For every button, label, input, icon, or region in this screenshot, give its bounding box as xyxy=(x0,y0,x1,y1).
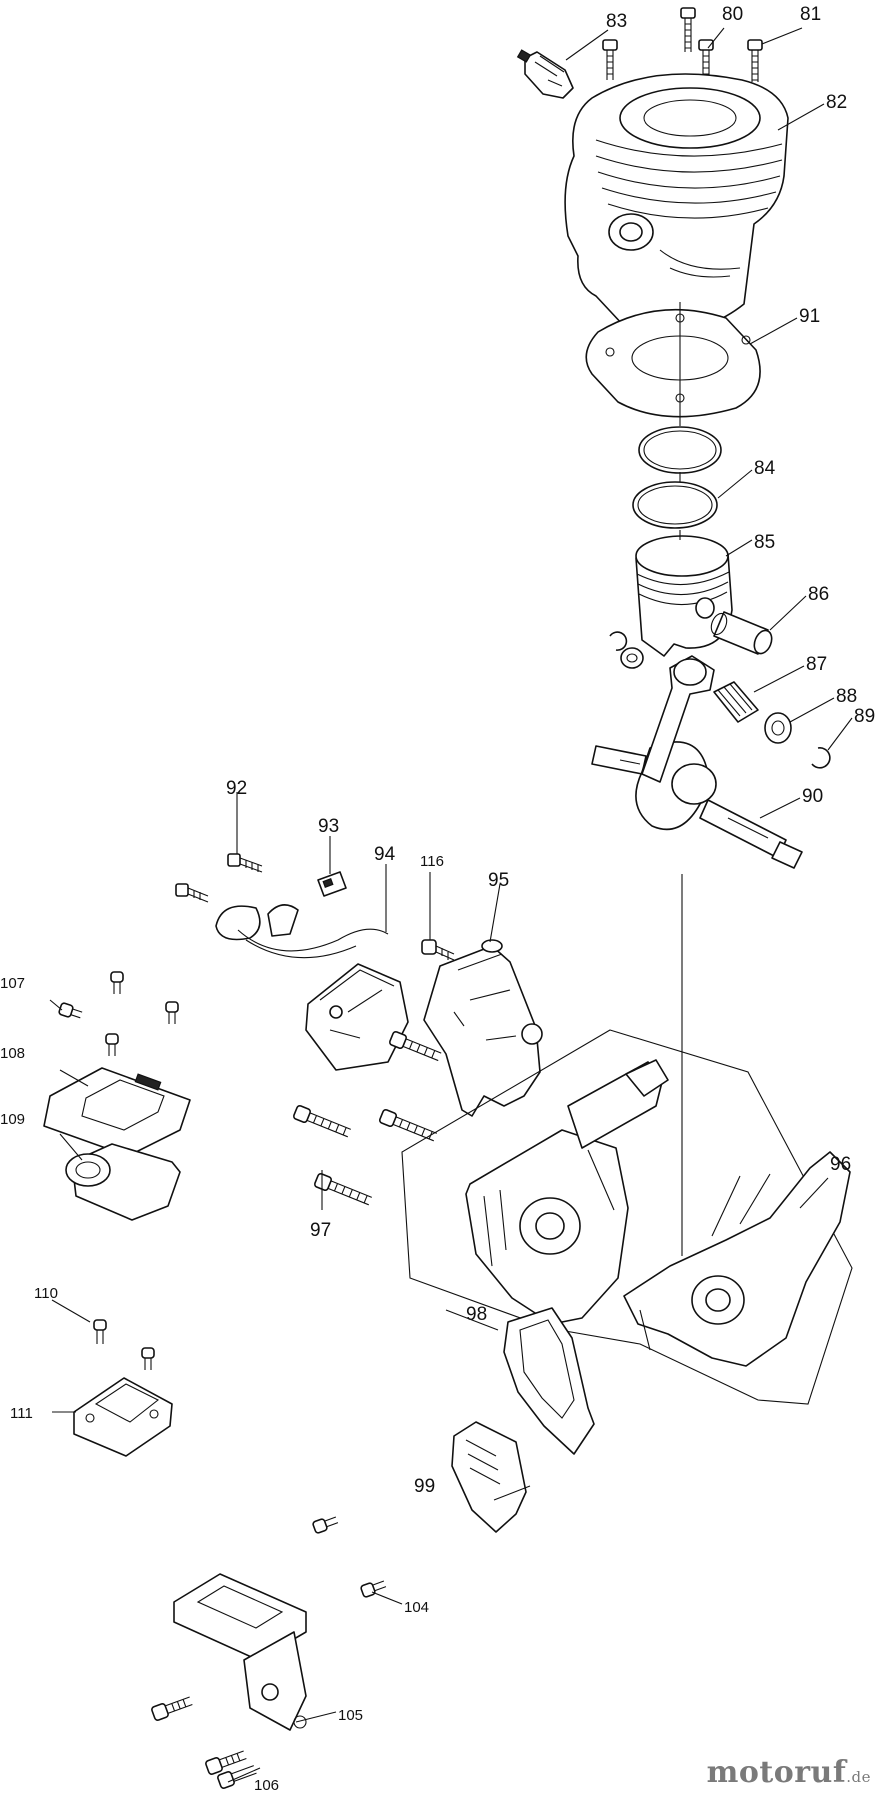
screw-110 xyxy=(93,1319,107,1344)
intake-bolts xyxy=(58,971,179,1056)
piston-clip-left xyxy=(609,631,644,669)
crankcase-half-front xyxy=(465,1059,669,1325)
bolt-92 xyxy=(227,853,263,873)
label-104: 104 xyxy=(404,1599,429,1616)
crank-clip xyxy=(811,747,831,769)
brand-watermark: motoruf.de xyxy=(707,1755,871,1790)
cylinder xyxy=(564,73,789,333)
housing-bolts xyxy=(292,1030,442,1206)
clip-93 xyxy=(317,871,347,897)
label-82: 82 xyxy=(826,92,847,113)
spark-plug xyxy=(516,49,574,99)
label-88: 88 xyxy=(836,686,857,707)
bottom-bolts xyxy=(151,1696,257,1789)
label-98: 98 xyxy=(466,1304,487,1325)
screw-104 xyxy=(360,1580,387,1598)
piston xyxy=(635,535,733,657)
screw-small-bottom xyxy=(312,1516,339,1534)
label-83: 83 xyxy=(606,11,627,32)
label-116: 116 xyxy=(420,853,444,870)
label-109: 109 xyxy=(0,1111,25,1128)
label-89: 89 xyxy=(854,706,875,727)
screw-small xyxy=(141,1347,155,1370)
brand-name: motoruf xyxy=(706,1755,847,1790)
cover-plate-111 xyxy=(73,1377,173,1457)
label-87: 87 xyxy=(806,654,827,675)
label-97: 97 xyxy=(310,1220,331,1241)
crankcase-group-outline xyxy=(401,1029,853,1405)
label-96: 96 xyxy=(830,1154,851,1175)
bolt-116 xyxy=(421,939,455,961)
intake-manifold-109 xyxy=(65,1143,181,1221)
label-91: 91 xyxy=(799,306,820,327)
label-94: 94 xyxy=(374,844,396,865)
label-90: 90 xyxy=(802,786,823,807)
label-106: 106 xyxy=(254,1777,279,1794)
label-85: 85 xyxy=(754,532,775,553)
crankshaft xyxy=(591,655,803,869)
piston-pin xyxy=(710,611,773,655)
brand-tld: .de xyxy=(846,1768,871,1786)
cylinder-gasket xyxy=(585,308,761,418)
label-108: 108 xyxy=(0,1045,25,1062)
ignition-coil xyxy=(215,904,409,1071)
crankcase-gasket xyxy=(503,1307,595,1455)
label-92: 92 xyxy=(226,778,247,799)
label-84: 84 xyxy=(754,458,776,479)
assembly-axis xyxy=(679,302,683,1256)
label-107: 107 xyxy=(0,975,25,992)
label-95: 95 xyxy=(488,870,509,891)
piston-rings xyxy=(632,426,722,529)
intake-plate-108 xyxy=(43,1067,191,1157)
needle-bearing xyxy=(713,681,759,723)
bracket-105 xyxy=(173,1573,307,1731)
label-99: 99 xyxy=(414,1476,435,1497)
label-80: 80 xyxy=(722,4,743,25)
crank-washer xyxy=(764,712,792,744)
label-93: 93 xyxy=(318,816,339,837)
intake-block xyxy=(451,1421,527,1533)
crankcase-half-rear xyxy=(623,1151,851,1367)
label-86: 86 xyxy=(808,584,829,605)
label-110: 110 xyxy=(34,1285,58,1302)
part-labels: 83 80 81 82 91 84 85 86 87 88 89 90 92 9… xyxy=(0,4,875,1794)
bolt-ignition xyxy=(175,883,209,903)
leader-lines xyxy=(49,27,853,1783)
label-105: 105 xyxy=(338,1707,363,1724)
housing-95 xyxy=(423,939,543,1117)
label-111: 111 xyxy=(10,1405,33,1422)
label-81: 81 xyxy=(800,4,821,25)
